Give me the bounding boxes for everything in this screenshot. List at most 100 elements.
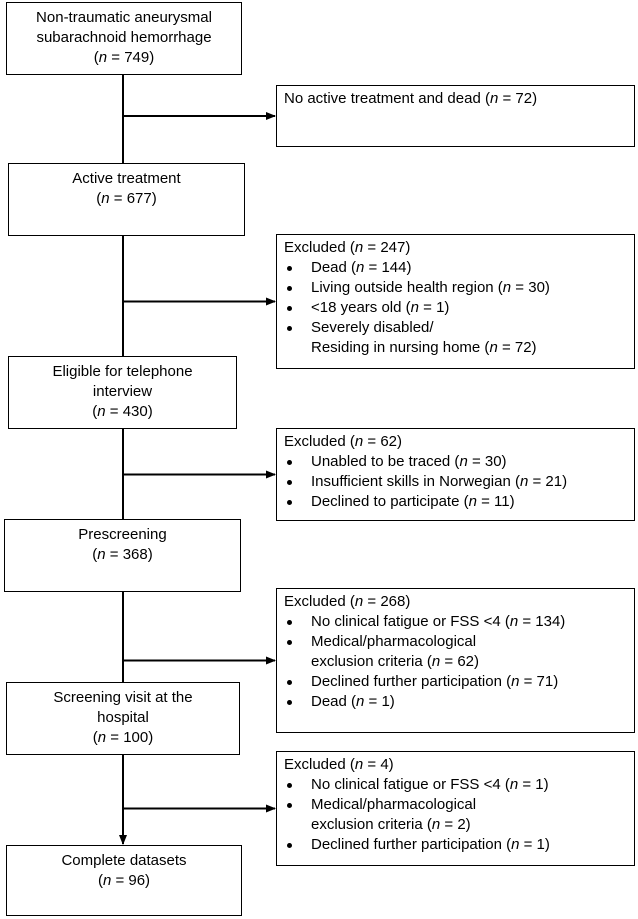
exclusion-item-line-text: exclusion criteria (: [311, 816, 432, 833]
count-open: (: [92, 546, 98, 563]
exclusion-item-line-text: Residing in nursing home (: [311, 339, 490, 356]
exclusion-item-line-n: n: [509, 613, 519, 630]
main-box-count: (n = 677): [9, 189, 244, 209]
exclusion-item-line-text: Dead (: [311, 259, 357, 276]
exclusion-item-line-count: = 21): [528, 473, 568, 490]
main-box-label: Screening visit at the: [53, 689, 193, 706]
exclusion-header-text: Excluded (: [284, 239, 355, 256]
exclusion-item-line-count: = 1): [519, 836, 550, 853]
count-n: n: [97, 546, 106, 563]
exclusion-item-line-n: n: [431, 653, 441, 670]
exclusion-header-count: = 62): [363, 433, 402, 450]
exclusion-item-line-count: = 144): [364, 259, 412, 276]
exclusion-item-line-n: n: [356, 693, 365, 710]
count-open: (: [93, 49, 99, 66]
main-box-label: Active treatment: [72, 170, 181, 187]
exclusion-item-line-text: Declined further participation (: [311, 836, 512, 853]
exclusion-list: No clinical fatigue or FSS <4 (n = 1)Med…: [284, 775, 634, 855]
exclusion-item-line: <18 years old (n = 1): [311, 298, 634, 318]
exclusion-box-5: Excluded (n = 4)No clinical fatigue or F…: [276, 751, 635, 866]
exclusion-item-line: No clinical fatigue or FSS <4 (n = 1): [311, 775, 634, 795]
exclusion-header-text: Excluded (: [284, 593, 355, 610]
exclusion-item-line-count: = 2): [440, 816, 471, 833]
count-value: = 368): [105, 546, 153, 563]
exclusion-item-line: Dead (n = 1): [311, 692, 634, 712]
count-value: = 96): [111, 872, 151, 889]
exclusion-item-line-n: n: [502, 279, 512, 296]
exclusion-header-text: Excluded (: [284, 433, 355, 450]
exclusion-item-line-n: n: [489, 339, 498, 356]
exclusion-item-line-text: Living outside health region (: [311, 279, 503, 296]
exclusion-header-n: n: [489, 90, 499, 107]
main-box-label: Complete datasets: [61, 852, 187, 869]
exclusion-header-count: = 247): [363, 239, 411, 256]
main-box-count: (n = 96): [7, 871, 241, 891]
exclusion-item-line-text: Dead (: [311, 693, 357, 710]
count-n: n: [98, 49, 108, 66]
exclusion-item: Dead (n = 1): [284, 692, 634, 712]
exclusion-item-line: Declined further participation (n = 1): [311, 835, 634, 855]
main-box-count: (n = 368): [5, 545, 240, 565]
exclusion-item-line: Medical/pharmacological: [311, 632, 634, 652]
exclusion-header-text: Excluded (: [284, 756, 355, 773]
main-box-count: (n = 430): [9, 402, 236, 422]
exclusion-header-n: n: [354, 239, 364, 256]
exclusion-item-line-n: n: [511, 836, 520, 853]
exclusion-item-line-text: Medical/pharmacological: [311, 633, 477, 650]
exclusion-item: Dead (n = 144): [284, 258, 634, 278]
count-n: n: [97, 729, 107, 746]
count-open: (: [92, 729, 98, 746]
count-open: (: [92, 403, 98, 420]
main-box-3: Eligible for telephone interview (n = 430): [8, 356, 237, 429]
exclusion-item-line-text: <18 years old (: [311, 299, 411, 316]
exclusion-item-line-text: No clinical fatigue or FSS <4 (: [311, 613, 510, 630]
exclusion-item-line: Unabled to be traced (n = 30): [311, 452, 634, 472]
main-box-label: interview: [92, 383, 153, 400]
exclusion-item-line-text: Unabled to be traced (: [311, 453, 460, 470]
exclusion-item-line: Living outside health region (n = 30): [311, 278, 634, 298]
exclusion-item-line-count: = 62): [440, 653, 479, 670]
main-box-label: subarachnoid hemorrhage: [36, 29, 212, 46]
exclusion-list: Dead (n = 144)Living outside health regi…: [284, 258, 634, 358]
main-box-4: Prescreening (n = 368): [4, 519, 241, 592]
exclusion-header-text: No active treatment and dead (: [284, 90, 490, 107]
exclusion-item-line-count: = 30): [467, 453, 507, 470]
exclusion-header-count: = 72): [498, 90, 538, 107]
exclusion-header: Excluded (n = 268): [284, 592, 634, 612]
exclusion-item-line: Declined further participation (n = 71): [311, 672, 634, 692]
exclusion-header: Excluded (n = 4): [284, 755, 634, 775]
exclusion-item: No clinical fatigue or FSS <4 (n = 134): [284, 612, 634, 632]
exclusion-header-n: n: [354, 756, 364, 773]
exclusion-item-line-count: = 71): [519, 673, 559, 690]
main-box-2: Active treatment (n = 677): [8, 163, 245, 236]
exclusion-item-line: Declined to participate (n = 11): [311, 492, 634, 512]
exclusion-header-n: n: [354, 593, 364, 610]
exclusion-item-line-count: = 1): [418, 299, 450, 316]
main-box-count: (n = 749): [7, 48, 241, 68]
exclusion-item-line-n: n: [511, 673, 520, 690]
exclusion-box-4: Excluded (n = 268)No clinical fatigue or…: [276, 588, 635, 733]
exclusion-item-line: Medical/pharmacological: [311, 795, 634, 815]
exclusion-item-line-count: = 11): [476, 493, 515, 510]
exclusion-item-line-count: = 134): [518, 613, 566, 630]
main-box-label: Prescreening: [78, 526, 167, 543]
count-n: n: [101, 190, 110, 207]
exclusion-item: <18 years old (n = 1): [284, 298, 634, 318]
exclusion-header-n: n: [354, 433, 364, 450]
exclusion-item: Living outside health region (n = 30): [284, 278, 634, 298]
exclusion-header: Excluded (n = 247): [284, 238, 634, 258]
count-value: = 677): [109, 190, 157, 207]
exclusion-item-line-n: n: [459, 453, 468, 470]
exclusion-item-line-text: Medical/pharmacological: [311, 796, 477, 813]
exclusion-item-line-n: n: [356, 259, 365, 276]
exclusion-item: Unabled to be traced (n = 30): [284, 452, 634, 472]
exclusion-header-count: = 268): [363, 593, 411, 610]
exclusion-box-2: Excluded (n = 247)Dead (n = 144)Living o…: [276, 234, 635, 369]
main-box-label: Eligible for telephone: [52, 363, 193, 380]
count-value: = 430): [105, 403, 153, 420]
exclusion-item-line-count: = 1): [364, 693, 395, 710]
main-box-label: Non-traumatic aneurysmal: [36, 9, 212, 26]
